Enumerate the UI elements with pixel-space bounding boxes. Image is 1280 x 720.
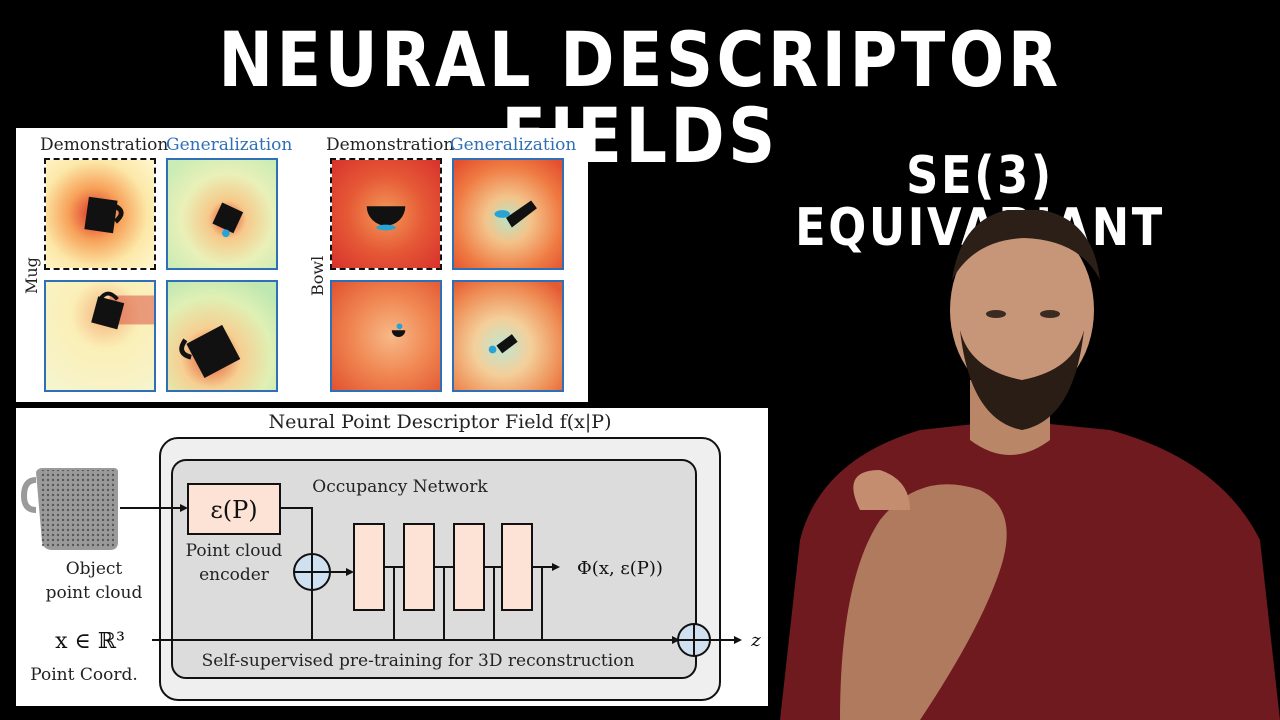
layer-4: [501, 523, 533, 611]
bowl-gen-heatmap-1: [452, 158, 564, 270]
diagram-title: Neural Point Descriptor Field f(x|P): [268, 411, 611, 433]
point-label: Point Coord.: [30, 665, 138, 685]
point-input: x ∈ ℝ³: [55, 629, 125, 654]
mug-demo-heatmap-1: [44, 158, 156, 270]
object-label-1: Object: [66, 559, 123, 579]
video-title: NEURAL DESCRIPTOR FIELDS: [218, 15, 1062, 180]
bowl-demo-heatmap-1: [330, 158, 442, 270]
output-z: z: [750, 630, 761, 651]
layer-1: [353, 523, 385, 611]
layer-3: [453, 523, 485, 611]
output-phi: Φ(x, ε(P)): [577, 558, 663, 579]
mug-demonstration-label: Demonstration: [40, 135, 169, 155]
mug-gen-heatmap-2: [44, 280, 156, 392]
pretraining-label: Self-supervised pre-training for 3D reco…: [202, 651, 635, 671]
occupancy-network-label: Occupancy Network: [312, 477, 488, 497]
encoder-symbol: ε(P): [210, 496, 257, 524]
concat-node-1: [293, 553, 331, 591]
object-label-2: point cloud: [46, 583, 143, 603]
encoder-label-1: Point cloud: [186, 541, 283, 561]
mug-row-label: Mug: [22, 257, 41, 294]
bowl-gen-heatmap-3: [452, 280, 564, 392]
descriptor-heatmap-figure: Demonstration Generalization Demonstrati…: [16, 128, 588, 402]
point-cloud-mug-icon: [20, 468, 118, 550]
encoder-label-2: encoder: [199, 565, 270, 585]
bowl-row-label: Bowl: [308, 255, 327, 296]
concat-node-2: [677, 623, 711, 657]
architecture-diagram: Neural Point Descriptor Field f(x|P) Occ…: [16, 408, 768, 706]
presenter-photo: [760, 210, 1280, 720]
bowl-gen-heatmap-2: [330, 280, 442, 392]
mug-gen-heatmap-3: [166, 280, 278, 392]
bowl-generalization-label: Generalization: [450, 135, 577, 155]
bowl-demonstration-label: Demonstration: [326, 135, 455, 155]
mug-gen-heatmap-1: [166, 158, 278, 270]
mug-generalization-label: Generalization: [166, 135, 293, 155]
layer-2: [403, 523, 435, 611]
